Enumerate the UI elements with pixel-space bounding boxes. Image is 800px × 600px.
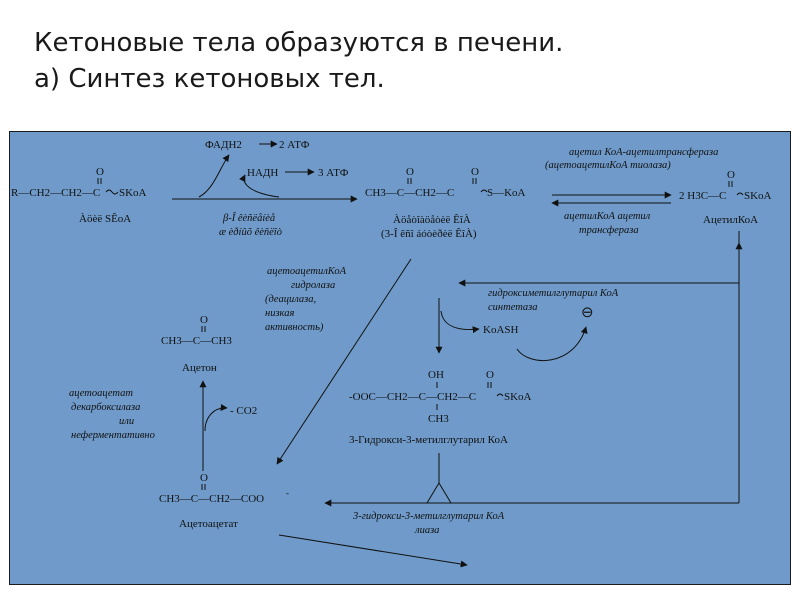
enzyme-hydrolase-1: ацетоацетилКоА xyxy=(267,266,347,277)
acetyl-tail: SKoA xyxy=(744,190,772,202)
enzyme-beta-oxidation-1: β-Î êèñëåíèå xyxy=(222,212,275,224)
inhibition-symbol: ⊖ xyxy=(581,305,594,321)
arrow-koash-out xyxy=(440,310,480,334)
enzyme-hydrolase-2: гидролаза xyxy=(291,280,335,291)
compound-hmg-coa: OH O -OOC—CH2—C—CH2—C SKoA CH3 3-Гидрокс… xyxy=(349,369,532,446)
hmg-ch3: CH3 xyxy=(428,413,449,425)
acetoacetyl-label-2: (3-Î êñî áóòèðèë ÊîÀ) xyxy=(381,228,477,240)
acyl-oxygen: O xyxy=(96,166,104,178)
acetone-oxygen: O xyxy=(200,314,208,326)
acetoacetyl-label-1: Àöåòîàöåòèë ÊîÀ xyxy=(393,214,471,226)
acetoacetate-formula: CH3—C—CH2—COO xyxy=(159,493,264,505)
hmg-label: 3-Гидрокси-3-метилглутарил КоА xyxy=(349,434,508,446)
enzyme-transferase-2: трансфераза xyxy=(579,225,639,236)
enzyme-hmg-synthase-2: синтетаза xyxy=(488,302,538,313)
compound-acyl-coa: O R—CH2—CH2—C SKoA Àöèë SÊoA xyxy=(11,166,147,225)
acetoacetyl-oxygen-1: O xyxy=(406,166,414,178)
enzyme-decarboxylase-2: декарбоксилаза xyxy=(71,402,140,413)
diagram-panel xyxy=(9,131,791,585)
enzyme-hmg-synthase-1: гидроксиметилглутарил КоА xyxy=(488,288,619,299)
enzyme-hmg-lyase-2: лиаза xyxy=(414,525,439,536)
enzyme-hmg-lyase-1: 3-гидрокси-3-метилглутарил КоА xyxy=(352,511,505,522)
compound-acetoacetyl-coa: O O CH3—C—CH2—C S—KoA Àöåòîàöåòèë ÊîÀ (3… xyxy=(365,166,526,240)
acetoacetate-oxygen: O xyxy=(200,472,208,484)
acetoacetyl-formula: CH3—C—CH2—C xyxy=(365,187,454,199)
compound-acetone: O CH3—C—CH3 Ацетон xyxy=(161,314,232,374)
acyl-formula: R—CH2—CH2—C xyxy=(11,187,100,199)
acetyl-oxygen: O xyxy=(727,169,735,181)
enzyme-decarboxylase-1: ацетоацетат xyxy=(69,388,133,399)
cofactor-co2: - CO2 xyxy=(230,405,257,417)
enzyme-transferase-1: ацетилКоА ацетил xyxy=(564,211,651,222)
page-title-line-1: Кетоновые тела образуются в печени. xyxy=(34,28,564,58)
cofactor-koash: KoASH xyxy=(483,324,519,336)
enzyme-hydrolase-5: активность) xyxy=(265,322,324,333)
acetoacetate-charge: - xyxy=(286,488,289,498)
page-title-line-2: а) Синтез кетоновых тел. xyxy=(34,64,385,94)
arrow-fadh2-out xyxy=(198,154,230,198)
enzyme-decarboxylase-3: или xyxy=(119,416,134,427)
acetyl-formula: 2 H3C—C xyxy=(679,190,726,202)
arrow-co2-out xyxy=(204,404,228,432)
arrow-inhibition-feedback xyxy=(516,326,588,361)
acetoacetate-label: Ацетоацетат xyxy=(179,518,238,530)
acetone-formula: CH3—C—CH3 xyxy=(161,335,232,347)
cofactor-atf-3: 3 АТФ xyxy=(318,167,349,179)
ketogenesis-diagram: O R—CH2—CH2—C SKoA Àöèë SÊoA β-Î êèñëåíè… xyxy=(9,131,791,585)
hmg-oh: OH xyxy=(428,369,444,381)
enzyme-hydrolase-4: низкая xyxy=(265,308,294,319)
acetoacetyl-oxygen-2: O xyxy=(471,166,479,178)
hmg-oxygen: O xyxy=(486,369,494,381)
arrow-acetoacetate-out xyxy=(278,534,468,568)
arrow-nadh-out xyxy=(239,174,280,198)
acyl-label: Àöèë SÊoA xyxy=(79,213,131,225)
acetone-label: Ацетон xyxy=(182,362,217,374)
arrow-hydrolase xyxy=(276,258,412,465)
cofactor-fadh2: ФАДН2 xyxy=(205,139,242,151)
hmg-formula: -OOC—CH2—C—CH2—C xyxy=(349,391,476,403)
enzyme-beta-oxidation-2: æ èðíûõ êèñëîò xyxy=(219,227,282,238)
enzyme-thiolase-2: (ацетоацетилКоА тиолаза) xyxy=(545,160,671,171)
enzyme-thiolase-1: ацетил КоА-ацетилтрансфераза xyxy=(569,147,718,158)
enzyme-hydrolase-3: (деацилаза, xyxy=(265,294,316,305)
cofactor-atf-2: 2 АТФ xyxy=(279,139,310,151)
enzyme-decarboxylase-4: неферментативно xyxy=(71,430,155,441)
acyl-tail: SKoA xyxy=(119,187,147,199)
acetoacetyl-tail: S—KoA xyxy=(487,187,526,199)
cofactor-nadh: НАДН xyxy=(247,167,278,179)
hmg-tail: SKoA xyxy=(504,391,532,403)
compound-acetoacetate: O CH3—C—CH2—COO - Ацетоацетат xyxy=(159,472,289,530)
acetyl-label: АцетилКоА xyxy=(703,214,758,226)
compound-acetyl-coa: O 2 H3C—C SKoA АцетилКоА xyxy=(679,169,772,226)
